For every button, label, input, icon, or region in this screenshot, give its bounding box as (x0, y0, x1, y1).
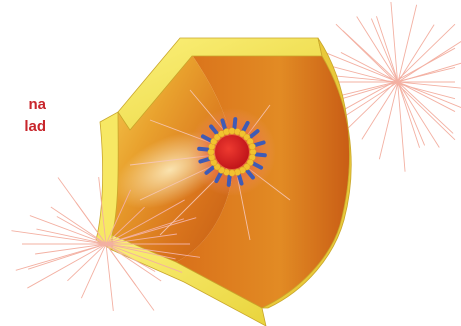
blue-spike (255, 142, 264, 145)
blue-spike (200, 159, 209, 162)
ring-dot (249, 143, 255, 149)
blue-spike (234, 119, 235, 128)
blue-spike (256, 154, 265, 155)
blue-spike (222, 120, 225, 129)
blue-spike (199, 149, 208, 150)
blue-spike (239, 175, 242, 184)
blue-spike (229, 176, 230, 185)
core-sphere (215, 135, 249, 169)
